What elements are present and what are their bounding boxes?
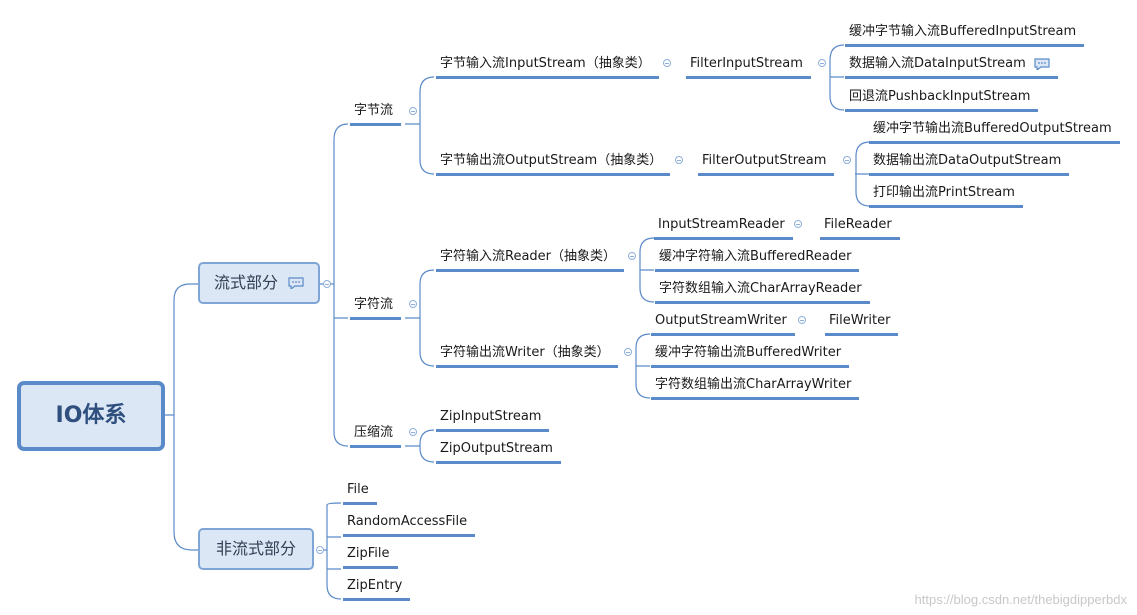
branch-non-stream-part[interactable]: 非流式部分: [198, 528, 314, 570]
file-reader-label: FileReader: [824, 217, 892, 232]
char-stream-label: 字符流: [354, 297, 394, 312]
filter-output-node[interactable]: FilterOutputStream: [698, 152, 835, 176]
filter-input-child[interactable]: 缓冲字节输入流BufferedInputStream: [845, 23, 1085, 47]
char-writer-label: 字符输出流Writer（抽象类）: [440, 345, 610, 360]
reader-child[interactable]: 字符数组输入流CharArrayReader: [655, 280, 870, 304]
collapse-toggle-icon[interactable]: [675, 156, 683, 164]
byte-stream-label: 字节流: [354, 103, 394, 118]
byte-input-label: 字节输入流InputStream（抽象类）: [440, 56, 651, 71]
filter-output-child-label: 缓冲字节输出流BufferedOutputStream: [873, 121, 1112, 136]
non-stream-child[interactable]: File: [343, 481, 377, 505]
filter-input-node[interactable]: FilterInputStream: [686, 55, 811, 79]
filter-output-child[interactable]: 缓冲字节输出流BufferedOutputStream: [869, 120, 1120, 144]
output-stream-writer-node[interactable]: OutputStreamWriter: [651, 312, 795, 336]
non-stream-child-label: File: [347, 482, 369, 497]
filter-output-child-label: 打印输出流PrintStream: [873, 185, 1015, 200]
note-icon[interactable]: [288, 277, 304, 289]
char-reader-label: 字符输入流Reader（抽象类）: [440, 249, 617, 264]
filter-input-label: FilterInputStream: [690, 56, 803, 71]
filter-input-child[interactable]: 回退流PushbackInputStream: [845, 88, 1039, 112]
writer-child[interactable]: 字符数组输出流CharArrayWriter: [651, 376, 860, 400]
zip-child-label: ZipInputStream: [440, 409, 542, 424]
note-icon[interactable]: [1034, 57, 1050, 70]
zip-stream-label: 压缩流: [354, 425, 394, 440]
collapse-toggle-icon[interactable]: [628, 252, 636, 260]
collapse-toggle-icon[interactable]: [843, 156, 851, 164]
writer-child-label: 缓冲字符输出流BufferedWriter: [655, 345, 842, 360]
non-stream-child-label: ZipEntry: [347, 578, 403, 593]
byte-input-node[interactable]: 字节输入流InputStream（抽象类）: [436, 55, 659, 79]
branch-stream-part[interactable]: 流式部分: [198, 262, 320, 304]
reader-child-label: 字符数组输入流CharArrayReader: [659, 281, 862, 296]
collapse-toggle-icon[interactable]: [409, 107, 417, 115]
file-reader-node[interactable]: FileReader: [820, 216, 900, 240]
reader-child-label: 缓冲字符输入流BufferedReader: [659, 249, 852, 264]
char-stream-node[interactable]: 字符流: [350, 296, 402, 320]
zip-child[interactable]: ZipInputStream: [436, 408, 550, 432]
collapse-toggle-icon[interactable]: [316, 546, 324, 554]
collapse-toggle-icon[interactable]: [409, 428, 417, 436]
non-stream-child[interactable]: ZipEntry: [343, 577, 411, 601]
collapse-toggle-icon[interactable]: [794, 220, 802, 228]
collapse-toggle-icon[interactable]: [663, 59, 671, 67]
output-stream-writer-label: OutputStreamWriter: [655, 313, 787, 328]
file-writer-node[interactable]: FileWriter: [825, 312, 899, 336]
collapse-toggle-icon[interactable]: [323, 280, 331, 288]
filter-input-child-label: 数据输入流DataInputStream: [849, 56, 1026, 71]
filter-output-child[interactable]: 数据输出流DataOutputStream: [869, 152, 1070, 176]
watermark: https://blog.csdn.net/thebigdipperbdx: [914, 592, 1127, 607]
input-stream-reader-node[interactable]: InputStreamReader: [654, 216, 793, 240]
branch-non-stream-part-label: 非流式部分: [215, 539, 296, 558]
non-stream-child[interactable]: ZipFile: [343, 545, 398, 569]
non-stream-child[interactable]: RandomAccessFile: [343, 513, 476, 537]
byte-output-node[interactable]: 字节输出流OutputStream（抽象类）: [436, 152, 671, 176]
filter-output-child-label: 数据输出流DataOutputStream: [873, 153, 1062, 168]
branch-stream-part-label: 流式部分: [213, 273, 278, 292]
byte-stream-node[interactable]: 字节流: [350, 102, 402, 126]
root-node[interactable]: IO体系: [17, 381, 165, 451]
char-writer-node[interactable]: 字符输出流Writer（抽象类）: [436, 344, 618, 368]
collapse-toggle-icon[interactable]: [798, 316, 806, 324]
collapse-toggle-icon[interactable]: [818, 59, 826, 67]
input-stream-reader-label: InputStreamReader: [658, 217, 785, 232]
writer-child-label: 字符数组输出流CharArrayWriter: [655, 377, 852, 392]
filter-output-label: FilterOutputStream: [702, 153, 827, 168]
root-label: IO体系: [55, 403, 127, 428]
file-writer-label: FileWriter: [829, 313, 891, 328]
filter-input-child-label: 缓冲字节输入流BufferedInputStream: [849, 24, 1077, 39]
non-stream-child-label: RandomAccessFile: [347, 514, 468, 529]
filter-input-child[interactable]: 数据输入流DataInputStream: [845, 55, 1058, 79]
zip-child-label: ZipOutputStream: [440, 441, 553, 456]
collapse-toggle-icon[interactable]: [409, 300, 417, 308]
writer-child[interactable]: 缓冲字符输出流BufferedWriter: [651, 344, 850, 368]
non-stream-child-label: ZipFile: [347, 546, 390, 561]
filter-output-child[interactable]: 打印输出流PrintStream: [869, 184, 1023, 208]
filter-input-child-label: 回退流PushbackInputStream: [849, 89, 1031, 104]
collapse-toggle-icon[interactable]: [624, 348, 632, 356]
zip-stream-node[interactable]: 压缩流: [350, 424, 402, 448]
reader-child[interactable]: 缓冲字符输入流BufferedReader: [655, 248, 860, 272]
zip-child[interactable]: ZipOutputStream: [436, 440, 561, 464]
byte-output-label: 字节输出流OutputStream（抽象类）: [440, 153, 663, 168]
char-reader-node[interactable]: 字符输入流Reader（抽象类）: [436, 248, 625, 272]
